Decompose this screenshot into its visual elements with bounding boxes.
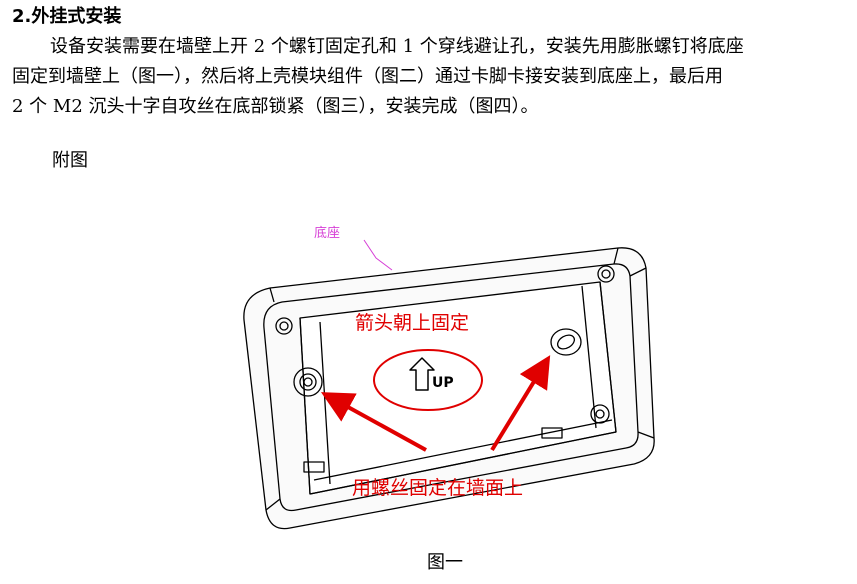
up-mark-text: UP <box>432 375 454 391</box>
screw-to-wall-label: 用螺丝固定在墙面上 <box>352 477 524 499</box>
figure-caption: 图一 <box>427 552 463 573</box>
installation-paragraph: 设备安装需要在墙壁上开 2 个螺钉固定孔和 1 个穿线避让孔，安装先用膨胀螺钉将… <box>12 32 852 122</box>
paragraph-line: 固定到墙壁上（图一），然后将上壳模块组件（图二）通过卡脚卡接安装到底座上，最后用 <box>12 66 723 87</box>
base-line-drawing <box>243 239 655 530</box>
figure-1-base-installation: 底座 箭头朝上固定 UP 用螺丝固定在墙面上 <box>230 210 670 540</box>
arrow-up-fix-label: 箭头朝上固定 <box>355 312 470 334</box>
paragraph-line: 2 个 M2 沉头十字自攻丝在底部锁紧（图三），安装完成（图四）。 <box>12 96 539 117</box>
base-label: 底座 <box>314 226 341 241</box>
appendix-label: 附图 <box>52 150 88 171</box>
paragraph-line: 设备安装需要在墙壁上开 2 个螺钉固定孔和 1 个穿线避让孔，安装先用膨胀螺钉将… <box>50 36 744 57</box>
section-heading: 2.外挂式安装 <box>12 6 122 27</box>
